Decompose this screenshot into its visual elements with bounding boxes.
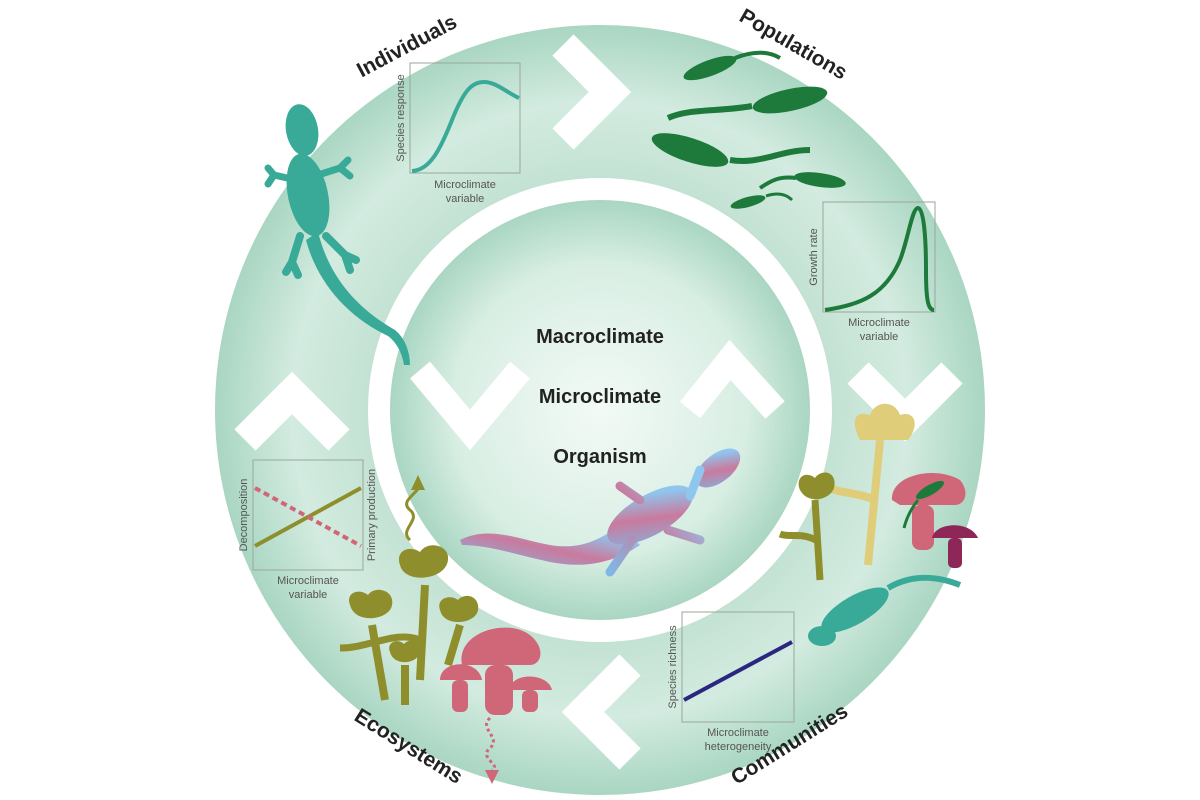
graph-ecosystems-ylabel-left: Decomposition: [238, 479, 250, 552]
graph-communities-xlabel-1: Microclimate: [707, 727, 769, 739]
down-arrow-wavy-icon: [485, 716, 499, 784]
graph-individuals-frame: [409, 62, 521, 174]
graph-communities: Species richness Microclimate heterogene…: [667, 611, 795, 753]
graph-individuals-xlabel-2: variable: [446, 193, 485, 205]
graph-individuals-ylabel: Species response: [395, 74, 407, 161]
graph-individuals-curve: [411, 79, 520, 173]
graph-populations-xlabel-2: variable: [860, 331, 899, 343]
graph-individuals-xlabel-1: Microclimate: [434, 179, 496, 191]
core-macroclimate: Macroclimate: [536, 326, 664, 348]
chevron-top: [552, 34, 632, 150]
graph-individuals: Species response Microclimate variable: [395, 62, 521, 205]
graph-ecosystems-xlabel-2: variable: [289, 589, 328, 601]
community-plants-icon: [778, 403, 915, 581]
inner-chevron-right: [679, 339, 785, 419]
graph-ecosystems-decomposition-line: [254, 486, 362, 548]
graph-populations: Growth rate Microclimate variable: [808, 201, 936, 343]
inner-chevron-left: [410, 361, 530, 451]
community-gecko-teal-icon: [808, 574, 962, 646]
core-microclimate: Microclimate: [539, 386, 661, 408]
graph-populations-frame: [822, 201, 936, 313]
graph-communities-line: [683, 640, 793, 702]
ecosystem-plants-icon: [339, 545, 479, 705]
gecko-individual-icon: [264, 104, 410, 365]
community-gecko-small-icon: [902, 480, 945, 529]
community-mushrooms-icon: [891, 472, 978, 568]
graph-ecosystems-ylabel-right: Primary production: [366, 469, 378, 561]
graph-communities-xlabel-2: heterogeneity: [705, 741, 772, 753]
gecko-population-group-icon: [651, 50, 846, 209]
chevron-left: [234, 371, 350, 451]
graph-communities-ylabel: Species richness: [667, 625, 679, 709]
core-organism: Organism: [553, 446, 646, 468]
graph-populations-xlabel-1: Microclimate: [848, 317, 910, 329]
gecko-organism-icon: [460, 448, 741, 577]
up-arrow-wavy-icon: [405, 475, 425, 542]
inner-core: [390, 200, 810, 620]
ecosystem-mushrooms-icon: [440, 627, 552, 715]
chevron-bottom: [561, 654, 641, 770]
graph-populations-ylabel: Growth rate: [808, 228, 820, 285]
graph-ecosystems: Decomposition Primary production Microcl…: [238, 459, 378, 601]
graph-communities-frame: [681, 611, 795, 723]
graph-populations-curve: [824, 205, 935, 312]
graph-ecosystems-frame: [252, 459, 364, 571]
graph-ecosystems-xlabel-1: Microclimate: [277, 575, 339, 587]
